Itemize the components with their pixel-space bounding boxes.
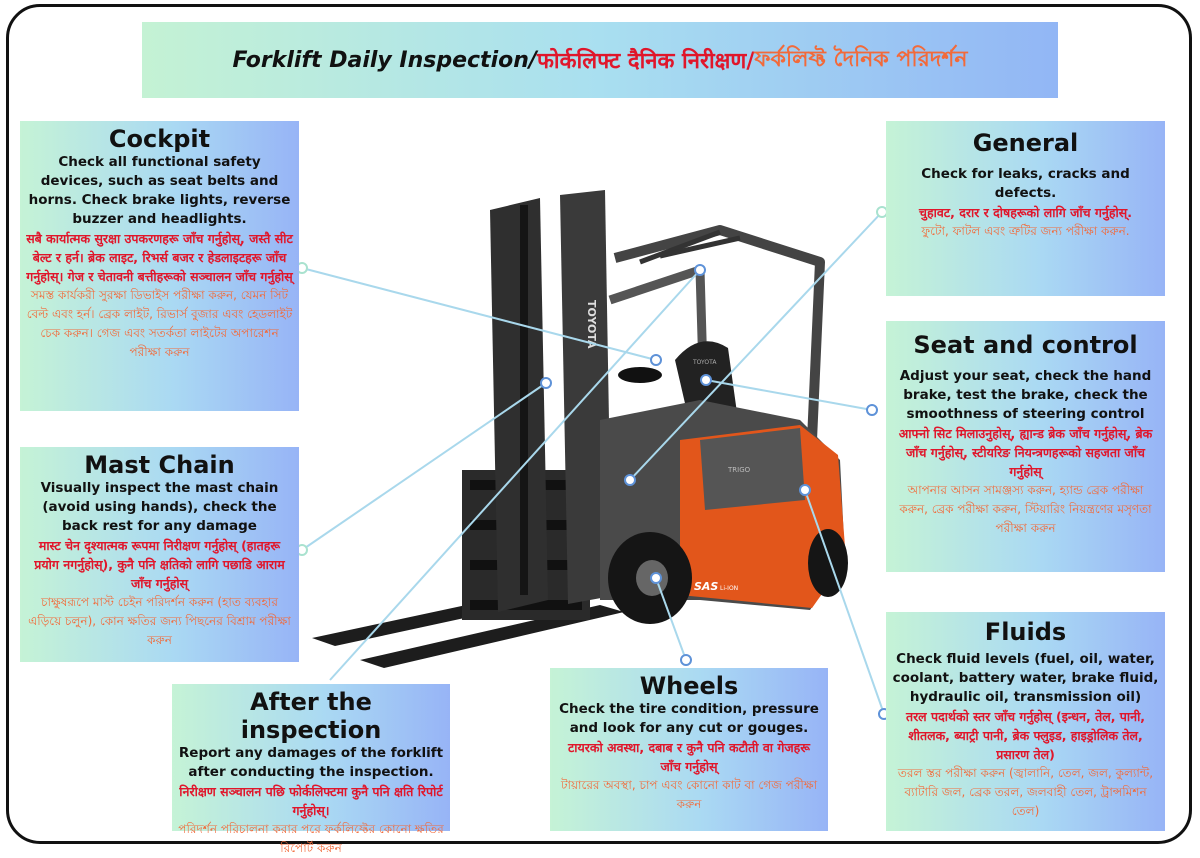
- seat-brand-label: TOYOTA: [692, 359, 717, 366]
- wheels-text-english: Check the tire condition, pressure and l…: [559, 701, 819, 736]
- after-text-english: Report any damages of the forklift after…: [178, 745, 444, 780]
- section-after-inspection: After the inspection Report any damages …: [172, 684, 450, 855]
- section-fluids: Fluids Check fluid levels (fuel, oil, wa…: [886, 612, 1165, 831]
- seat-text-english: Adjust your seat, check the hand brake, …: [899, 368, 1152, 422]
- page-frame: [6, 4, 1192, 844]
- rear-wheel: [808, 529, 848, 597]
- mast-chain-text-nepali: मास्ट चेन दृश्यात्मक रूपमा निरीक्षण गर्न…: [34, 538, 285, 591]
- wheels-text-bengali: টায়ারের অবস্থা, চাপ এবং কোনো কাট বা গেজ…: [560, 778, 818, 811]
- section-cockpit: Cockpit Check all functional safety devi…: [20, 121, 299, 411]
- after-text-bengali: পরিদর্শন পরিচালনা করার পরে ফর্কলিফ্টের ক…: [178, 822, 444, 855]
- mast-brand-label: TOYOTA: [585, 300, 598, 349]
- connector-lines: [301, 211, 885, 715]
- seat-text-nepali: आफ्नो सिट मिलाउनुहोस्, ह्यान्ड ब्रेक जाँ…: [898, 426, 1153, 479]
- fluids-text-english: Check fluid levels (fuel, oil, water, co…: [892, 651, 1159, 705]
- mast-left: [490, 198, 548, 612]
- cockpit-heading: Cockpit: [108, 125, 211, 153]
- page-title: Forklift Daily Inspection/ फोर्कलिफ्ट दै…: [142, 22, 1058, 98]
- mast-chain: [520, 205, 528, 595]
- cockpit-text-bengali: সমস্ত কার্যকরী সুরক্ষা ডিভাইস পরীক্ষা কর…: [26, 288, 293, 359]
- wheels-text-nepali: टायरको अवस्था, दबाब र कुनै पनि कटौती वा …: [567, 740, 811, 774]
- steering-wheel: [618, 367, 662, 383]
- connector-dots: [540, 264, 890, 720]
- fluids-text-nepali: तरल पदार्थको स्तर जाँच गर्नुहोस् (इन्धन,…: [905, 709, 1146, 762]
- section-wheels: Wheels Check the tire condition, pressur…: [550, 668, 828, 831]
- after-text-nepali: निरीक्षण सञ्चालन पछि फोर्कलिफ्टमा कुनै प…: [179, 784, 443, 818]
- general-text-nepali: चुहावट, दरार र दोषहरूको लागि जाँच गर्नुह…: [919, 205, 1132, 220]
- title-nepali: फोर्कलिफ्ट दैनिक निरीक्षण/: [536, 49, 755, 74]
- badge-label: SAS: [694, 580, 718, 593]
- general-heading: General: [972, 129, 1079, 157]
- general-text-bengali: ফুটো, ফাটল এবং ত্রুটির জন্য পরীক্ষা করুন…: [921, 224, 1130, 238]
- mast-chain-heading: Mast Chain: [84, 451, 235, 479]
- seat-heading: Seat and control: [913, 331, 1138, 359]
- cockpit-text-nepali: सबै कार्यात्मक सुरक्षा उपकरणहरू जाँच गर्…: [26, 231, 293, 284]
- fork-right: [360, 605, 624, 668]
- section-general: General Check for leaks, cracks and defe…: [886, 121, 1165, 296]
- title-english: Forklift Daily Inspection/: [232, 47, 537, 73]
- general-text-english: Check for leaks, cracks and defects.: [921, 166, 1130, 201]
- wheels-heading: Wheels: [639, 672, 739, 700]
- seat-text-bengali: আপনার আসন সামঞ্জস্য করুন, হ্যান্ড ব্রেক …: [899, 483, 1152, 535]
- cockpit-text-english: Check all functional safety devices, suc…: [28, 154, 291, 227]
- model-label: TRIGO: [727, 466, 751, 474]
- mast-chain-text-bengali: চাক্ষুষরূপে মাস্ট চেইন পরিদর্শন করুন (হা…: [28, 595, 291, 647]
- mast-chain-text-english: Visually inspect the mast chain (avoid u…: [40, 480, 279, 534]
- after-heading: After the inspection: [240, 688, 382, 744]
- fluids-text-bengali: তরল স্তর পরীক্ষা করুন (জ্বালানি, তেল, জল…: [897, 766, 1154, 818]
- badge-sub-label: Li-ION: [720, 585, 738, 592]
- section-seat-control: Seat and control Adjust your seat, check…: [886, 321, 1165, 572]
- fluids-heading: Fluids: [984, 618, 1067, 646]
- title-bengali: ফর্কলিফ্ট দৈনিক পরিদর্শন: [754, 46, 968, 72]
- battery-cover: [700, 428, 805, 510]
- section-mast-chain: Mast Chain Visually inspect the mast cha…: [20, 447, 299, 662]
